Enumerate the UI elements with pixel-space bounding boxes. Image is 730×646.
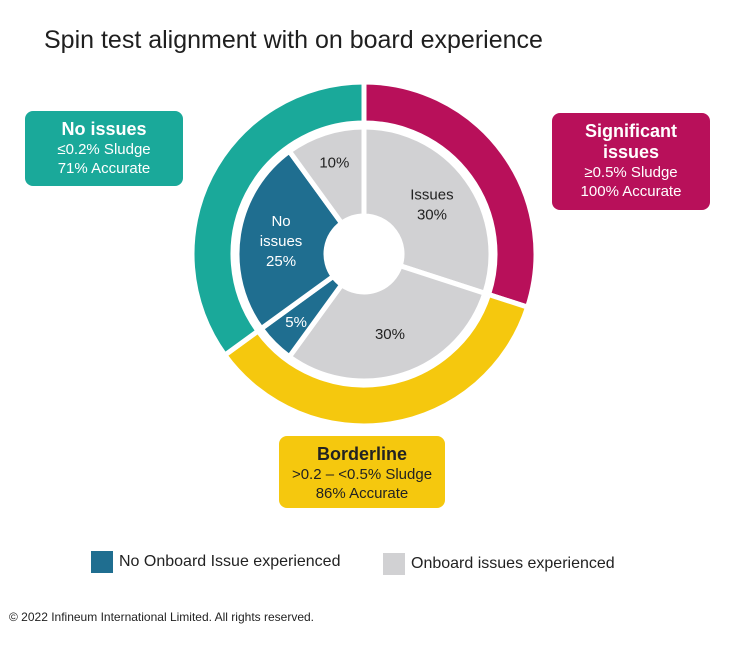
outer-ring xyxy=(189,79,539,429)
outer-slice-no-issues xyxy=(189,79,367,359)
legend-swatch-no-onboard xyxy=(91,551,113,573)
callout-no-issues: No issues ≤0.2% Sludge 71% Accurate xyxy=(25,111,183,186)
legend-item-onboard: Onboard issues experienced xyxy=(383,553,615,575)
legend-swatch-onboard xyxy=(383,553,405,575)
callout-significant-sludge: ≥0.5% Sludge xyxy=(584,164,678,181)
inner-ring xyxy=(234,124,494,384)
callout-no-issues-accuracy: 71% Accurate xyxy=(57,160,151,177)
callout-no-issues-title: No issues xyxy=(61,119,147,139)
inner-slice-5 xyxy=(285,124,367,227)
legend-label-onboard: Onboard issues experienced xyxy=(411,555,615,572)
callout-borderline-title: Borderline xyxy=(316,444,408,464)
inner-slice-2 xyxy=(285,262,488,384)
inner-slice-label-2: 30% xyxy=(375,326,405,343)
legend-item-no-onboard: No Onboard Issue experienced xyxy=(91,551,340,573)
callout-no-issues-sludge: ≤0.2% Sludge xyxy=(57,141,151,158)
inner-slice-label-5: 10% xyxy=(319,155,349,172)
callout-significant-issues: Significant issues ≥0.5% Sludge 100% Acc… xyxy=(552,113,710,210)
callout-significant-title-line2: issues xyxy=(602,142,660,162)
inner-slice-4 xyxy=(234,147,346,333)
callout-significant-title-line1: Significant xyxy=(584,121,677,141)
copyright-footer: © 2022 Infineum International Limited. A… xyxy=(9,610,315,624)
callout-borderline-accuracy: 86% Accurate xyxy=(315,485,409,502)
inner-slice-label-3: 5% xyxy=(285,314,307,331)
chart-title: Spin test alignment with on board experi… xyxy=(44,26,543,54)
callout-borderline: Borderline >0.2 – <0.5% Sludge 86% Accur… xyxy=(279,436,445,508)
inner-slice-1 xyxy=(361,124,494,297)
legend-label-no-onboard: No Onboard Issue experienced xyxy=(119,553,341,570)
callout-borderline-sludge: >0.2 – <0.5% Sludge xyxy=(291,466,433,483)
callout-significant-accuracy: 100% Accurate xyxy=(580,183,682,200)
